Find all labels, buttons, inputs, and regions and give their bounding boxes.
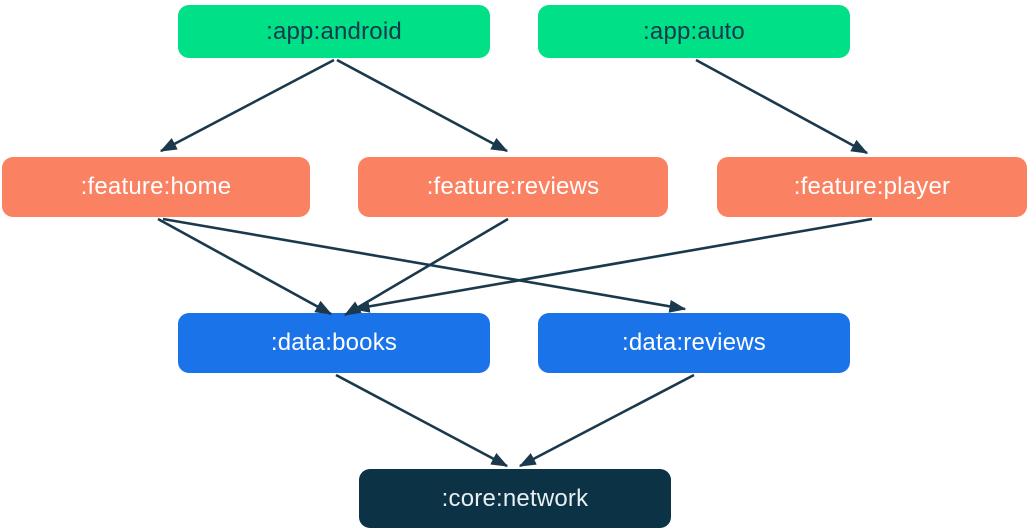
node-label-app-android: :app:android bbox=[266, 17, 402, 45]
node-feature-player: :feature:player bbox=[717, 157, 1027, 217]
node-label-feature-reviews: :feature:reviews bbox=[426, 173, 600, 200]
node-data-books: :data:books bbox=[178, 313, 490, 373]
node-data-reviews: :data:reviews bbox=[538, 313, 850, 373]
node-label-feature-player: :feature:player bbox=[793, 173, 951, 200]
node-core-network: :core:network bbox=[359, 469, 671, 528]
node-feature-home: :feature:home bbox=[2, 157, 310, 217]
node-label-app-auto: :app:auto bbox=[643, 17, 745, 45]
node-app-android: :app:android bbox=[178, 5, 490, 58]
node-label-core-network: :core:network bbox=[441, 484, 589, 512]
node-feature-reviews: :feature:reviews bbox=[358, 157, 668, 217]
node-app-auto: :app:auto bbox=[538, 5, 850, 58]
node-label-feature-home: :feature:home bbox=[80, 173, 232, 200]
node-label-data-reviews: :data:reviews bbox=[622, 329, 766, 356]
node-label-data-books: :data:books bbox=[270, 329, 398, 356]
